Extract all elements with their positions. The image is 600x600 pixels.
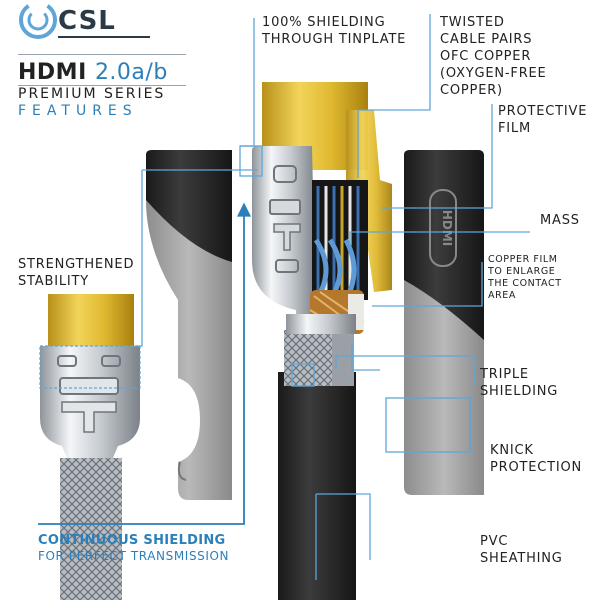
stability-plug (40, 294, 140, 600)
brand-logo-text: CSL (58, 6, 116, 36)
callout-strengthened-stability: STRENGTHENED STABILITY (18, 257, 135, 289)
features-label: FEATURES (18, 103, 138, 119)
callout-lines (38, 14, 530, 580)
callout-twisted-pairs: TWISTED CABLE PAIRS OFC COPPER (OXYGEN-F… (440, 15, 547, 98)
product-version: 2.0a/b (94, 60, 168, 85)
series-label: PREMIUM SERIES (18, 86, 166, 102)
callout-copper-film: COPPER FILM TO ENLARGE THE CONTACT AREA (488, 254, 562, 301)
callout-mass: MASS (540, 213, 580, 228)
header-rule-bottom (18, 85, 186, 86)
callout-pvc-sheathing: PVC SHEATHING (480, 534, 563, 566)
left-housing-shell (146, 150, 232, 500)
stability-callout-box (39, 345, 141, 389)
callout-triple-shielding: TRIPLE SHIELDING (480, 367, 559, 399)
continuous-shielding-title: CONTINUOUS SHIELDING (38, 533, 226, 548)
callout-protective-film: PROTECTIVE FILM (498, 104, 588, 136)
logo-underline (58, 36, 150, 38)
header-rule-top (18, 54, 186, 55)
csl-logo-icon (19, 1, 57, 39)
right-housing-shell: HDMI (404, 150, 484, 495)
hdmi-mark-text: HDMI (440, 210, 454, 246)
product-title: HDMI 2.0a/b (18, 60, 168, 85)
product-name: HDMI (18, 60, 87, 85)
continuous-shielding-subtitle: FOR PERFECT TRANSMISSION (38, 549, 230, 563)
center-connector (252, 82, 392, 600)
callout-shielding-tinplate: 100% SHIELDING THROUGH TINPLATE (262, 15, 407, 47)
callout-knick-protection: KNICK PROTECTION (490, 443, 583, 475)
